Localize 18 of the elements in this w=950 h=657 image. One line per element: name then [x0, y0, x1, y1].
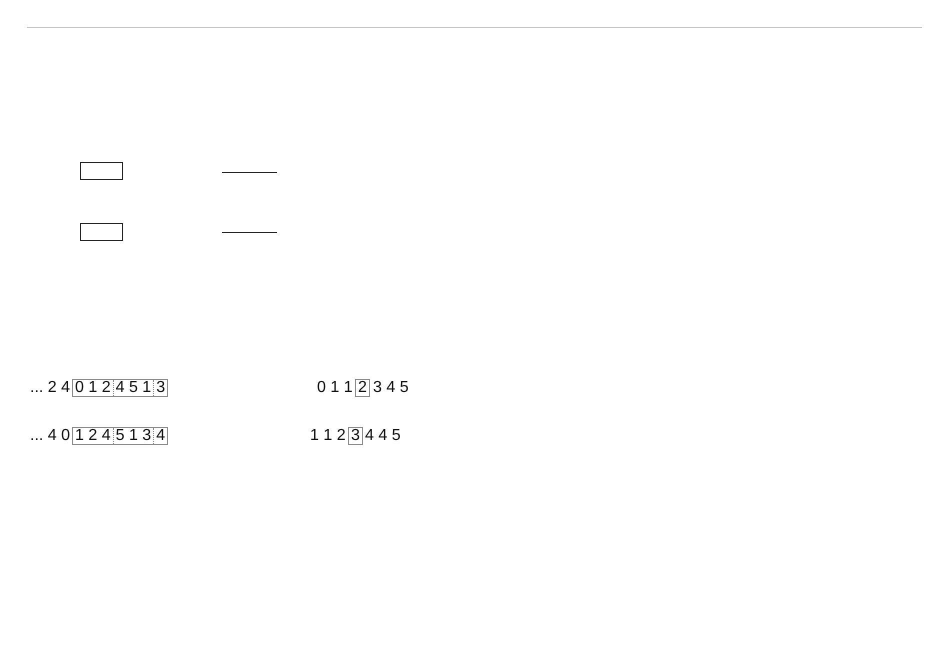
digit-sequence: 4 4 5 [365, 427, 401, 445]
digit-group: 1 2 4 [73, 428, 113, 444]
window-box [72, 379, 168, 397]
digit-group: 0 1 2 [73, 380, 113, 396]
digit-sequence: 3 4 5 [373, 379, 409, 397]
digit-group: 4 5 1 [112, 380, 154, 396]
digit-sequence: ... 2 4 [30, 379, 70, 397]
digit-sequence: 1 1 2 [310, 427, 346, 445]
highlighted-digit: 2 [355, 379, 370, 397]
digit-sequence: ... 4 0 [30, 427, 70, 445]
digit-sequence: 0 1 1 [317, 379, 353, 397]
empty-box [80, 162, 123, 180]
digit-group: 3 [153, 380, 168, 396]
window-box [72, 427, 168, 445]
highlighted-digit: 3 [348, 427, 363, 445]
digit-group: 4 [153, 428, 168, 444]
digit-group: 5 1 3 [112, 428, 154, 444]
empty-box [80, 223, 123, 241]
